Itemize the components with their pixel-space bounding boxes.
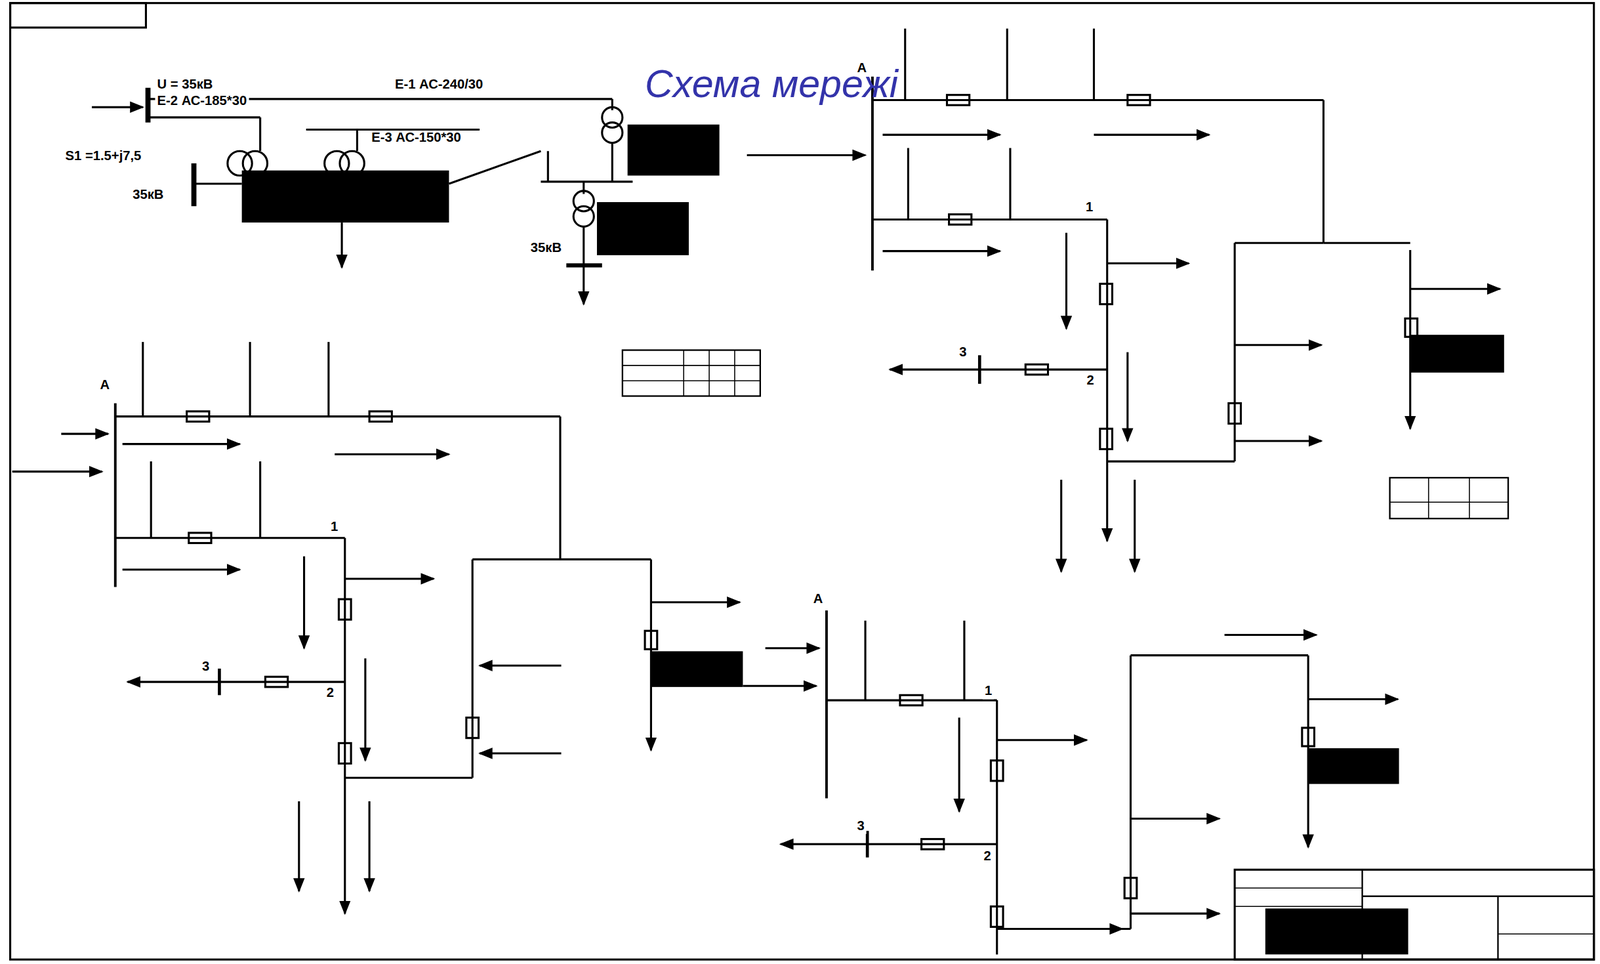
bus-number: A [811,591,826,607]
line-label: U = 35кВ [154,77,215,93]
line-label: 35кВ [130,187,166,203]
bus-number: 1 [328,519,340,535]
bus-number: A [855,61,870,77]
bus-number: 2 [324,685,336,701]
bus-number: 2 [981,848,993,864]
bus-number: 1 [1083,200,1095,216]
bus-number: 3 [200,659,212,675]
bus-number: 3 [957,345,969,361]
bus-number: 3 [855,818,867,834]
bus-number: 2 [1084,373,1096,389]
line-label: Е-2 АС-185*30 [154,93,249,109]
bus-number: A [97,377,112,393]
line-label: Е-1 АС-240/30 [392,77,486,93]
line-label: Е-3 АС-150*30 [369,130,464,146]
line-label: 35кВ [528,240,564,256]
bus-number: 1 [982,683,994,699]
line-label: S1 =1.5+j7,5 [62,148,144,165]
